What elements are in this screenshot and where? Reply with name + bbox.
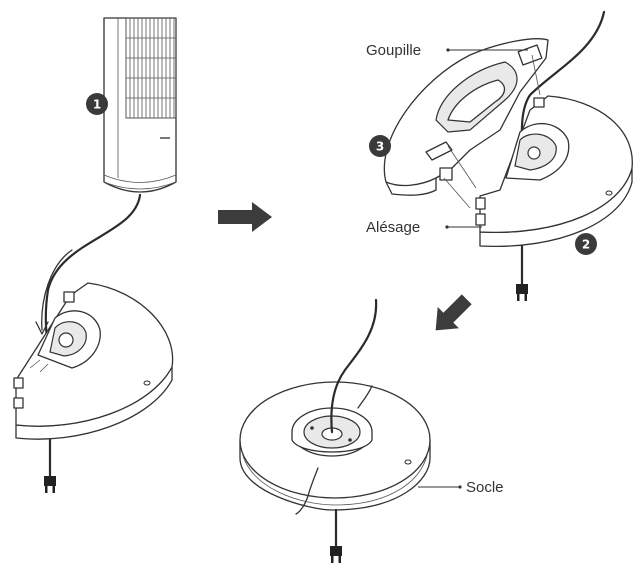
svg-text:Alésage: Alésage (366, 219, 420, 236)
svg-text:3: 3 (376, 140, 384, 154)
panel-step-1: 1 (13, 17, 177, 493)
power-plug-icon (44, 438, 56, 493)
panel-step-2: Goupille Alésage 3 2 (366, 10, 633, 301)
step-badge-1: 1 (86, 93, 108, 115)
svg-text:Socle: Socle (466, 479, 504, 496)
svg-text:2: 2 (582, 238, 590, 252)
label-goupille: Goupille (366, 42, 528, 59)
half-base-flipped (383, 38, 549, 196)
step-arrow-icon (218, 202, 272, 232)
power-plug-icon-2 (516, 244, 528, 301)
assembled-base-socle (239, 381, 431, 515)
tower-fan (103, 17, 177, 193)
power-plug-icon-3 (330, 508, 342, 563)
step-arrow-icon-diagonal (435, 294, 472, 331)
label-alesage: Alésage (366, 219, 482, 236)
tower-grille (125, 17, 177, 119)
svg-text:Goupille: Goupille (366, 42, 421, 59)
half-base-left (13, 282, 174, 440)
label-socle: Socle (418, 479, 504, 496)
step-badge-3: 3 (369, 135, 391, 157)
panel-step-3: Socle (239, 298, 504, 563)
half-base-right (475, 95, 633, 248)
svg-text:1: 1 (93, 98, 101, 112)
step-badge-2: 2 (575, 233, 597, 255)
